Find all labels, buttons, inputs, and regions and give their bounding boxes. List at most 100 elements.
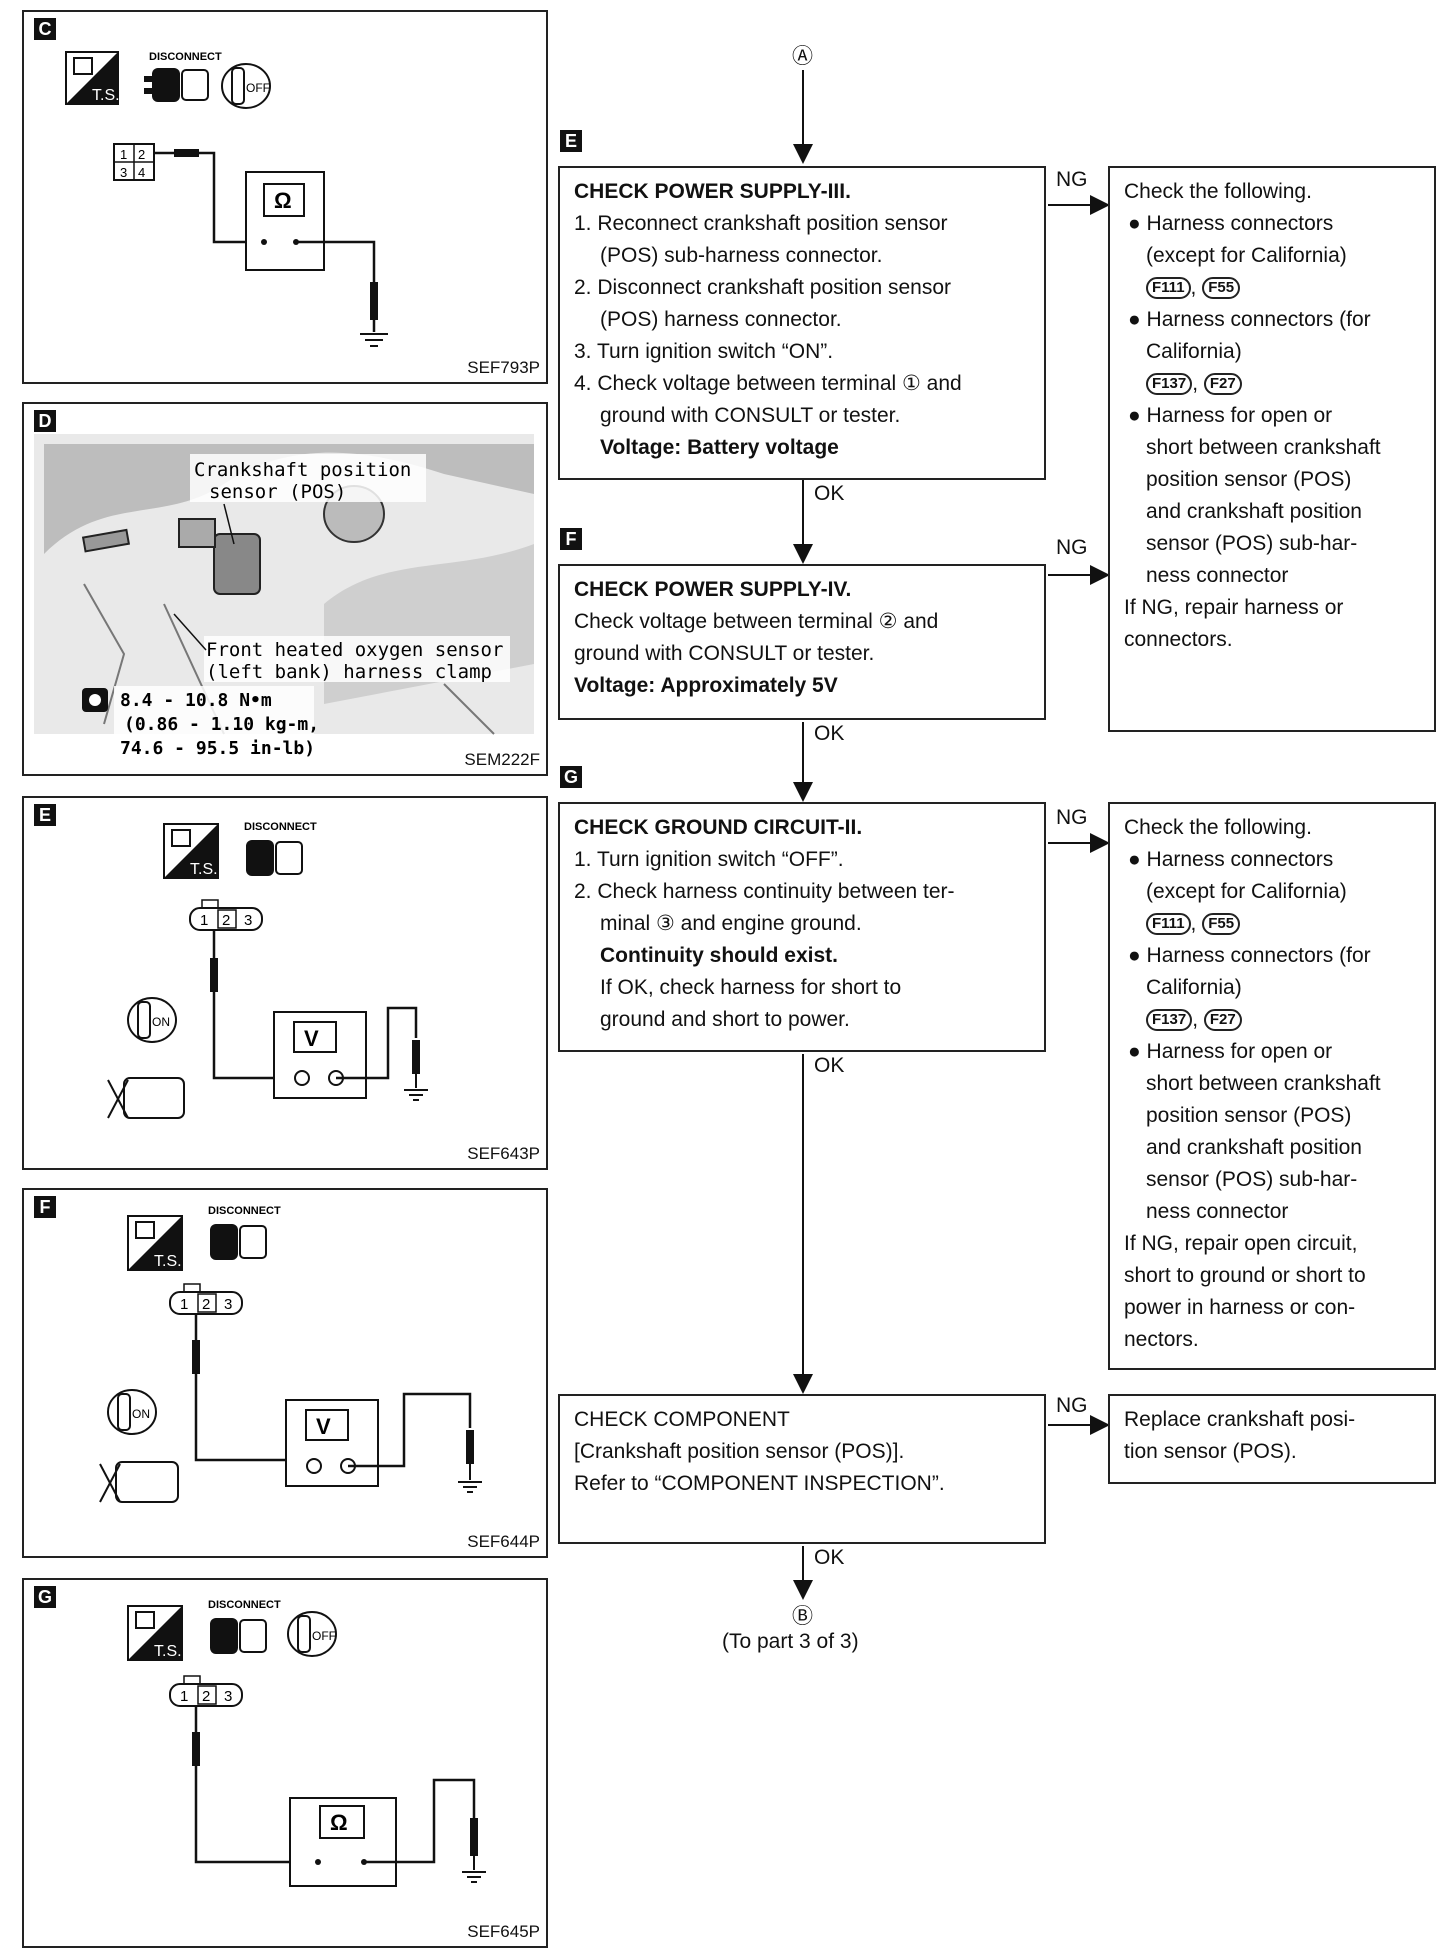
step-line: 1. Turn ignition switch “OFF”. bbox=[574, 848, 844, 871]
figure-ref: SEF644P bbox=[467, 1532, 540, 1551]
step-title: CHECK POWER SUPPLY-IV. bbox=[574, 578, 852, 601]
svg-text:(0.86 - 1.10 kg-m,: (0.86 - 1.10 kg-m, bbox=[124, 714, 319, 735]
torque-wrench-icon bbox=[82, 688, 108, 712]
svg-text:ON: ON bbox=[152, 1015, 170, 1029]
step-box-check-ground-circuit-ii: CHECK GROUND CIRCUIT-II. 1. Turn ignitio… bbox=[558, 802, 1046, 1052]
svg-text:V: V bbox=[316, 1414, 331, 1439]
ignition-key-icon: ON bbox=[107, 1389, 157, 1435]
connector-codes: F111, F55 bbox=[1124, 272, 1420, 304]
panel-letter: G bbox=[34, 1586, 56, 1608]
ts-icon: T.S. bbox=[163, 823, 219, 879]
step-spec: Continuity should exist. bbox=[600, 944, 839, 967]
step-letter-f: F bbox=[560, 528, 582, 550]
ground-symbol-icon bbox=[404, 1089, 428, 1101]
result-line: (except for California) bbox=[1146, 880, 1347, 903]
svg-text:Crankshaft position: Crankshaft position bbox=[194, 459, 411, 481]
ignition-key-icon: OFF bbox=[287, 1611, 337, 1657]
ts-icon: T.S. bbox=[127, 1605, 183, 1661]
svg-text:1: 1 bbox=[180, 1296, 188, 1313]
ng-label: NG bbox=[1056, 806, 1088, 829]
svg-text:(left bank) harness clamp: (left bank) harness clamp bbox=[206, 661, 492, 683]
svg-text:T.S.: T.S. bbox=[190, 861, 218, 878]
step-line: 3. Turn ignition switch “ON”. bbox=[574, 340, 834, 363]
ground-symbol-icon bbox=[462, 1871, 486, 1883]
voltmeter-icon: V bbox=[285, 1399, 379, 1487]
voltmeter-icon: V bbox=[273, 1011, 367, 1099]
figure-ref: SEM222F bbox=[464, 750, 540, 769]
result-box-power-supply: Check the following. ● Harness connector… bbox=[1108, 166, 1436, 732]
result-bullet: ● Harness for open or bbox=[1128, 1040, 1333, 1063]
svg-text:3: 3 bbox=[224, 1688, 232, 1705]
step-box-check-component: CHECK COMPONENT [Crankshaft position sen… bbox=[558, 1394, 1046, 1544]
svg-text:2: 2 bbox=[138, 147, 145, 162]
svg-text:1: 1 bbox=[120, 147, 127, 162]
ng-label: NG bbox=[1056, 1394, 1088, 1417]
result-line: ness connector bbox=[1146, 1200, 1289, 1223]
panel-letter: C bbox=[34, 18, 56, 40]
figure-ref: SEF793P bbox=[467, 358, 540, 377]
result-bullet: ● Harness connectors (for bbox=[1128, 308, 1371, 331]
result-bullet: ● Harness connectors bbox=[1128, 212, 1334, 235]
result-line: power in harness or con- bbox=[1124, 1296, 1356, 1319]
ohmmeter-icon: Ω bbox=[289, 1797, 397, 1887]
svg-text:DISCONNECT: DISCONNECT bbox=[244, 821, 317, 833]
result-intro: Check the following. bbox=[1124, 180, 1312, 203]
ok-label: OK bbox=[814, 1546, 845, 1569]
step-line: ground and short to power. bbox=[600, 1008, 850, 1031]
diagram-panel-d: D Crankshaft position sensor (POS) Front… bbox=[22, 402, 548, 776]
result-line: sensor (POS) sub-har- bbox=[1146, 532, 1358, 555]
step-title: CHECK GROUND CIRCUIT-II. bbox=[574, 816, 863, 839]
connector-disconnect-icon bbox=[210, 1224, 267, 1260]
step-line: Refer to “COMPONENT INSPECTION”. bbox=[574, 1472, 945, 1495]
step-line: [Crankshaft position sensor (POS)]. bbox=[574, 1440, 905, 1463]
result-line: tion sensor (POS). bbox=[1124, 1440, 1297, 1463]
connector-a-label: Ⓐ bbox=[792, 45, 813, 68]
result-line: nectors. bbox=[1124, 1328, 1199, 1351]
svg-text:V: V bbox=[304, 1026, 319, 1051]
engine-icon bbox=[99, 1461, 179, 1503]
svg-text:2: 2 bbox=[202, 1688, 210, 1705]
svg-text:8.4 - 10.8 N•m: 8.4 - 10.8 N•m bbox=[120, 690, 272, 711]
result-line: short between crankshaft bbox=[1146, 1072, 1381, 1095]
result-line: California) bbox=[1146, 976, 1242, 999]
svg-text:3: 3 bbox=[224, 1296, 232, 1313]
step-title: CHECK COMPONENT bbox=[574, 1408, 790, 1431]
connector-disconnect-icon bbox=[246, 840, 303, 876]
result-box-replace-sensor: Replace crankshaft posi- tion sensor (PO… bbox=[1108, 1394, 1436, 1484]
step-line: 1. Reconnect crankshaft position sensor bbox=[574, 212, 948, 235]
step-line: 4. Check voltage between terminal ① and bbox=[574, 372, 962, 395]
svg-text:DISCONNECT: DISCONNECT bbox=[149, 51, 222, 63]
ts-icon: T.S. bbox=[127, 1215, 183, 1271]
result-line: If NG, repair open circuit, bbox=[1124, 1232, 1358, 1255]
svg-text:3: 3 bbox=[244, 912, 252, 929]
ok-label: OK bbox=[814, 482, 845, 505]
step-box-check-power-supply-iv: CHECK POWER SUPPLY-IV. Check voltage bet… bbox=[558, 564, 1046, 720]
step-line: minal ③ and engine ground. bbox=[600, 912, 862, 935]
svg-text:Front heated oxygen sensor: Front heated oxygen sensor bbox=[206, 639, 503, 661]
engine-icon bbox=[107, 1077, 185, 1119]
svg-text:T.S.: T.S. bbox=[154, 1643, 182, 1660]
result-line: position sensor (POS) bbox=[1146, 468, 1352, 491]
step-line: ground with CONSULT or tester. bbox=[574, 642, 875, 665]
step-box-check-power-supply-iii: CHECK POWER SUPPLY-III. 1. Reconnect cra… bbox=[558, 166, 1046, 480]
svg-text:1: 1 bbox=[180, 1688, 188, 1705]
svg-text:OFF: OFF bbox=[312, 1629, 336, 1643]
ground-symbol-icon bbox=[458, 1481, 482, 1493]
step-line: (POS) sub-harness connector. bbox=[600, 244, 883, 267]
result-line: (except for California) bbox=[1146, 244, 1347, 267]
svg-text:3: 3 bbox=[120, 165, 127, 180]
step-line: 2. Disconnect crankshaft position sensor bbox=[574, 276, 952, 299]
figure-ref: SEF645P bbox=[467, 1922, 540, 1941]
result-bullet: ● Harness connectors bbox=[1128, 848, 1334, 871]
svg-text:2: 2 bbox=[202, 1296, 210, 1313]
panel-letter: E bbox=[34, 804, 56, 826]
